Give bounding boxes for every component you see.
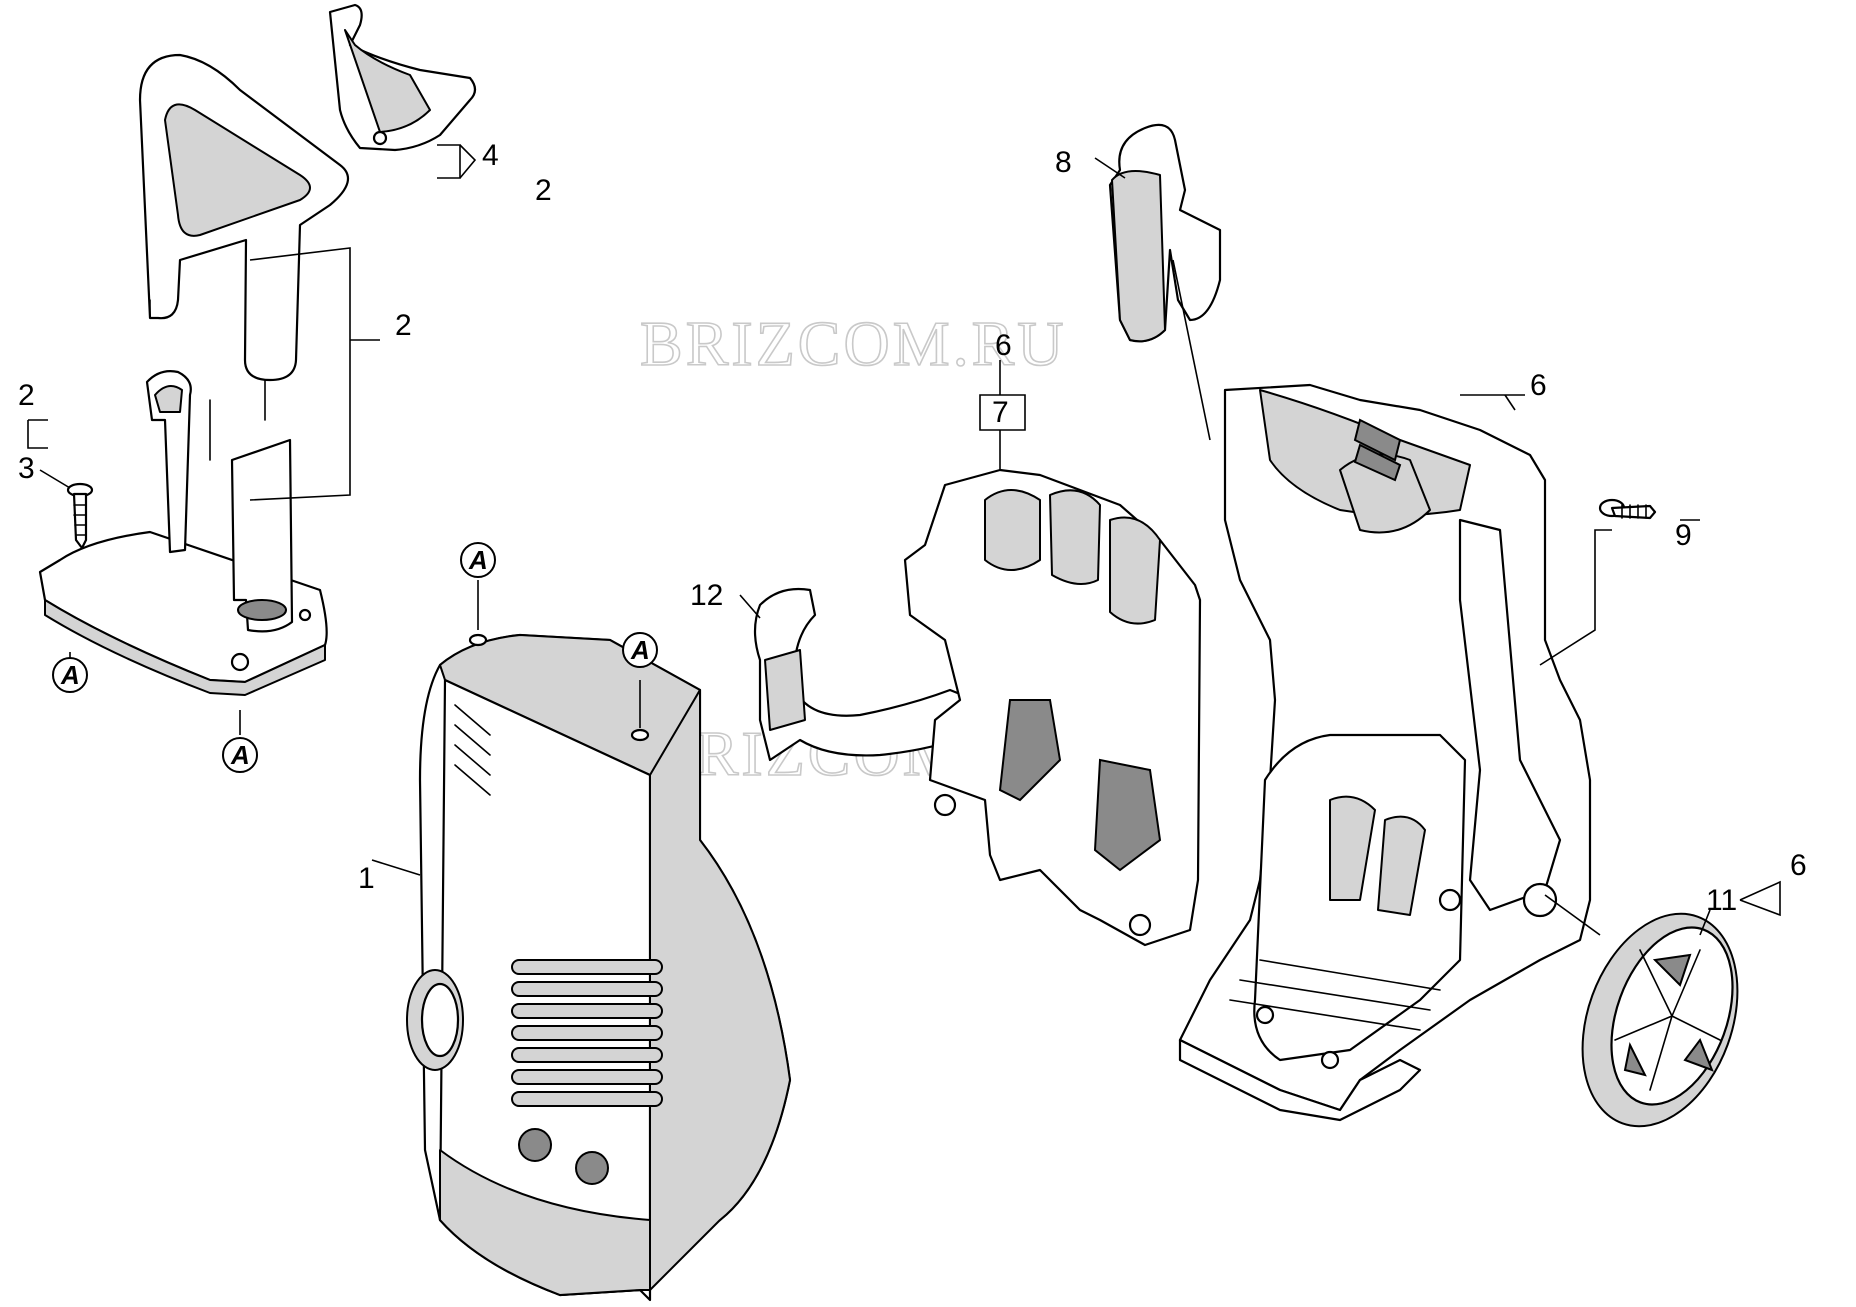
svg-text:A: A	[468, 545, 488, 575]
watermark-upper: BRIZCOM.RU	[640, 308, 1067, 379]
label-4: 4	[482, 139, 499, 172]
label-1: 1	[358, 862, 375, 895]
label-8: 8	[1055, 146, 1072, 179]
label-3: 3	[18, 452, 35, 485]
part-handle	[138, 53, 350, 382]
leader-lines	[27, 144, 1781, 936]
part-inner-bracket	[903, 468, 1202, 947]
label-2-handle: 2	[395, 309, 412, 342]
part-hose-holder	[1108, 123, 1222, 343]
label-12: 12	[690, 579, 723, 612]
part-screw	[66, 482, 94, 550]
marker-a-3: A	[460, 542, 496, 578]
part-screw-9	[1598, 498, 1657, 520]
marker-a-2: A	[222, 737, 258, 773]
marker-a-4: A	[622, 632, 658, 668]
label-2-cap: 2	[535, 174, 552, 207]
label-6-top: 6	[995, 329, 1012, 362]
marker-a-1: A	[52, 657, 88, 693]
svg-text:A: A	[630, 635, 650, 665]
label-9: 9	[1675, 519, 1692, 552]
part-front-cover	[406, 633, 792, 1302]
label-7: 7	[992, 396, 1009, 429]
part-wheel	[1581, 912, 1739, 1128]
label-11: 11	[1706, 884, 1737, 917]
part-cap	[328, 3, 477, 152]
svg-text:A: A	[60, 660, 80, 690]
label-2-base: 2	[18, 379, 35, 412]
part-clip-ring	[753, 587, 977, 762]
label-6-frame: 6	[1530, 369, 1547, 402]
front-vents	[511, 959, 663, 1107]
part-main-frame	[1178, 383, 1592, 1122]
label-6-wheel: 6	[1790, 849, 1807, 882]
svg-text:A: A	[230, 740, 250, 770]
part-base	[38, 370, 328, 696]
